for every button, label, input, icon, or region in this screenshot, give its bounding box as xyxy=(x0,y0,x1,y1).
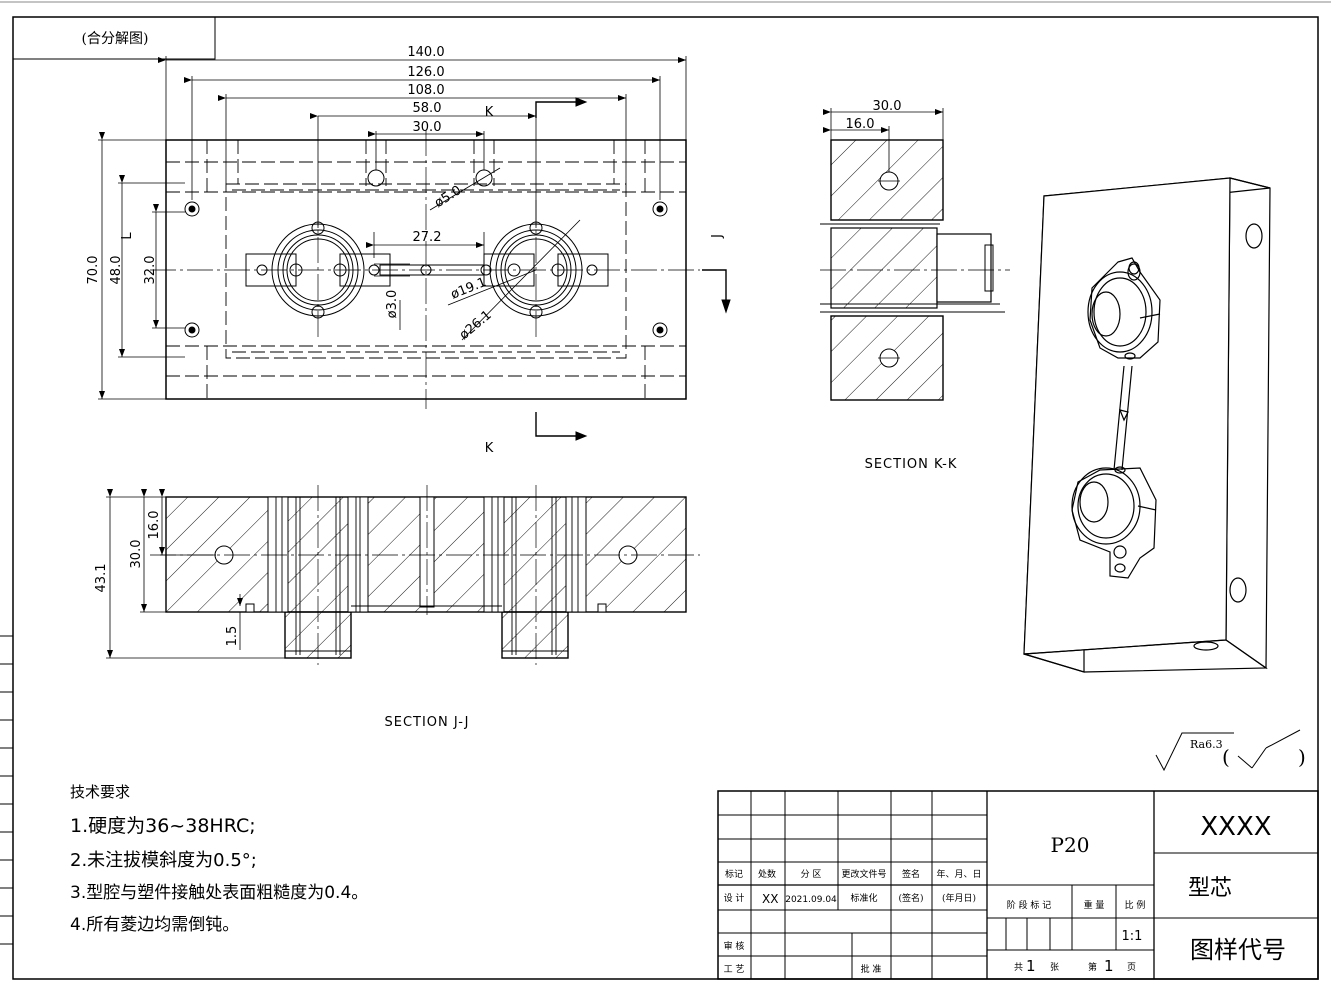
page-unit: 页 xyxy=(1127,962,1136,973)
section-mark-k-top: K xyxy=(485,105,494,120)
kk-dim-16: 16.0 xyxy=(846,117,875,132)
design-label: 设 计 xyxy=(724,892,745,904)
stage-label: 阶 段 标 记 xyxy=(1007,899,1052,911)
rev-header-doc: 更改文件号 xyxy=(841,868,886,880)
tech-notes-title: 技术要求 xyxy=(70,783,130,801)
lower-boss xyxy=(1071,466,1157,579)
dim-30: 30.0 xyxy=(413,120,442,135)
weight-label: 重 量 xyxy=(1084,899,1105,911)
dim-70: 70.0 xyxy=(86,256,101,285)
dim-126: 126.0 xyxy=(407,65,444,80)
std-label: 标准化 xyxy=(850,892,877,904)
ymd-label: (年月日) xyxy=(942,892,976,904)
jj-dim-16: 16.0 xyxy=(147,511,162,540)
jj-dim-1-5: 1.5 xyxy=(225,626,240,647)
dim-48: 48.0 xyxy=(109,256,124,285)
section-jj-view xyxy=(106,485,700,665)
dim-d3: ø3.0 xyxy=(385,290,400,319)
screw-holes xyxy=(184,169,668,338)
rev-header-sign: 签名 xyxy=(902,868,920,880)
sheets-total: 1 xyxy=(1026,957,1036,975)
section-kk-title: SECTION K-K xyxy=(865,457,958,472)
dim-108: 108.0 xyxy=(407,83,444,98)
rev-header-count: 处数 xyxy=(758,868,776,880)
rev-header-date: 年、月、日 xyxy=(936,868,981,880)
approve-label: 批 准 xyxy=(861,963,882,975)
roughness-value: Ra6.3 xyxy=(1190,738,1223,751)
scale-value: 1:1 xyxy=(1122,929,1143,944)
jj-dim-30: 30.0 xyxy=(129,540,144,569)
runner xyxy=(379,264,485,276)
iso-runner xyxy=(1113,365,1133,471)
dim-140: 140.0 xyxy=(407,45,444,60)
design-date: 2021.09.04 xyxy=(785,895,837,905)
drawing-code-top: XXXX xyxy=(1200,812,1271,842)
designer: XX xyxy=(762,892,778,906)
right-cavity xyxy=(480,221,609,319)
dim-32: 32.0 xyxy=(143,256,158,285)
isometric-view xyxy=(1023,177,1271,673)
process-label: 工 艺 xyxy=(724,964,745,975)
review-label: 审 核 xyxy=(724,940,745,952)
jj-dim-43-1: 43.1 xyxy=(94,564,109,593)
roughness-symbol xyxy=(1155,729,1301,772)
center-lines xyxy=(150,130,700,409)
tech-note-2: 2.未注拔模斜度为0.5°; xyxy=(70,850,257,871)
tech-note-1: 1.硬度为36~38HRC; xyxy=(70,815,256,837)
section-mark-j: J xyxy=(710,234,725,239)
section-jj-title: SECTION J-J xyxy=(384,715,469,730)
roughness-paren-close: ) xyxy=(1298,745,1306,769)
sheet-border xyxy=(12,16,1319,980)
material: P20 xyxy=(1051,833,1090,857)
section-kk-view xyxy=(820,108,1010,401)
part-name: 型芯 xyxy=(1188,876,1232,901)
sheets-unit: 张 xyxy=(1050,962,1059,973)
tech-note-4: 4.所有菱边均需倒钝。 xyxy=(70,915,239,935)
rev-header-mark: 标记 xyxy=(725,868,743,880)
drawing-code-label: 图样代号 xyxy=(1190,936,1286,964)
rev-header-zone: 分 区 xyxy=(801,869,822,880)
margin-ticks xyxy=(0,635,13,945)
sign-label: (签名) xyxy=(898,892,923,904)
upper-boss xyxy=(1087,257,1161,360)
dim-d5: ø5.0 xyxy=(432,183,464,211)
dim-58: 58.0 xyxy=(413,101,442,116)
roughness-paren-open: ( xyxy=(1222,745,1230,769)
dim-d26-1: ø26.1 xyxy=(457,308,495,343)
kk-dim-30: 30.0 xyxy=(873,99,902,114)
dim-27-2: 27.2 xyxy=(413,230,442,245)
scale-label: 比 例 xyxy=(1125,899,1146,911)
section-mark-k-bottom: K xyxy=(485,441,494,456)
header-tag: (合分解图) xyxy=(82,31,149,47)
section-mark-l: L xyxy=(120,232,135,240)
sheet-no-label: 第 xyxy=(1088,961,1097,973)
tech-note-3: 3.型腔与塑件接触处表面粗糙度为0.4。 xyxy=(70,883,368,903)
sheet-no: 1 xyxy=(1104,957,1114,975)
title-block xyxy=(717,790,1319,980)
sheets-total-label: 共 xyxy=(1014,962,1023,973)
header-tag-box xyxy=(12,16,216,60)
dim-d19-1: ø19.1 xyxy=(449,275,489,303)
front-view xyxy=(98,56,731,441)
